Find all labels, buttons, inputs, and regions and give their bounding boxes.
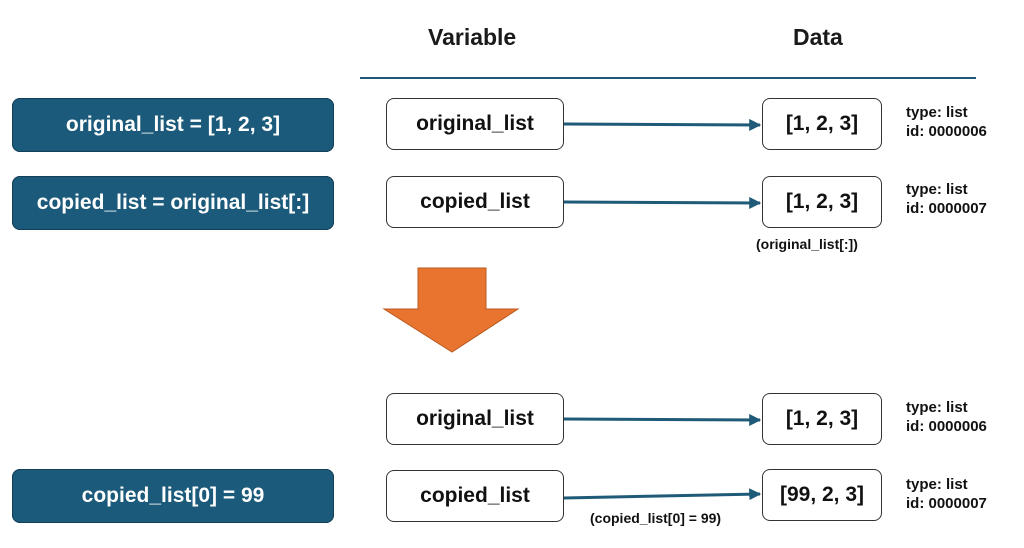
id-label: id: 0000007 bbox=[906, 200, 987, 217]
variable-box-original-list-after: original_list bbox=[386, 393, 564, 445]
data-box-copied-list-after: [99, 2, 3] bbox=[762, 469, 882, 521]
type-label: type: list bbox=[906, 104, 968, 121]
data-box-original-list: [1, 2, 3] bbox=[762, 98, 882, 150]
type-id-label-copied: type: list id: 0000007 bbox=[906, 180, 987, 218]
variable-box-copied-list: copied_list bbox=[386, 176, 564, 228]
type-label: type: list bbox=[906, 181, 968, 198]
type-id-label-original-after: type: list id: 0000006 bbox=[906, 398, 987, 436]
type-id-label-copied-after: type: list id: 0000007 bbox=[906, 475, 987, 513]
id-label: id: 0000006 bbox=[906, 418, 987, 435]
data-box-original-list-after: [1, 2, 3] bbox=[762, 393, 882, 445]
data-column-header: Data bbox=[793, 24, 843, 50]
id-label: id: 0000007 bbox=[906, 495, 987, 512]
connector-arrow-before-copied bbox=[563, 196, 762, 209]
code-statement-original-list: original_list = [1, 2, 3] bbox=[12, 98, 334, 152]
connector-arrow-after-original bbox=[563, 413, 762, 426]
type-label: type: list bbox=[906, 476, 968, 493]
header-divider bbox=[360, 77, 976, 79]
id-label: id: 0000006 bbox=[906, 123, 987, 140]
variable-column-header: Variable bbox=[428, 24, 517, 50]
variable-box-original-list: original_list bbox=[386, 98, 564, 150]
assignment-note: (copied_list[0] = 99) bbox=[590, 510, 722, 526]
connector-arrow-after-copied bbox=[563, 488, 762, 501]
code-statement-assign-99: copied_list[0] = 99 bbox=[12, 469, 334, 523]
type-id-label-original: type: list id: 0000006 bbox=[906, 103, 987, 141]
slice-note: (original_list[:]) bbox=[756, 236, 858, 252]
code-statement-copied-list: copied_list = original_list[:] bbox=[12, 176, 334, 230]
down-arrow-icon bbox=[382, 267, 520, 353]
data-box-copied-list: [1, 2, 3] bbox=[762, 176, 882, 228]
variable-box-copied-list-after: copied_list bbox=[386, 470, 564, 522]
connector-arrow-before-original bbox=[563, 118, 762, 131]
type-label: type: list bbox=[906, 399, 968, 416]
